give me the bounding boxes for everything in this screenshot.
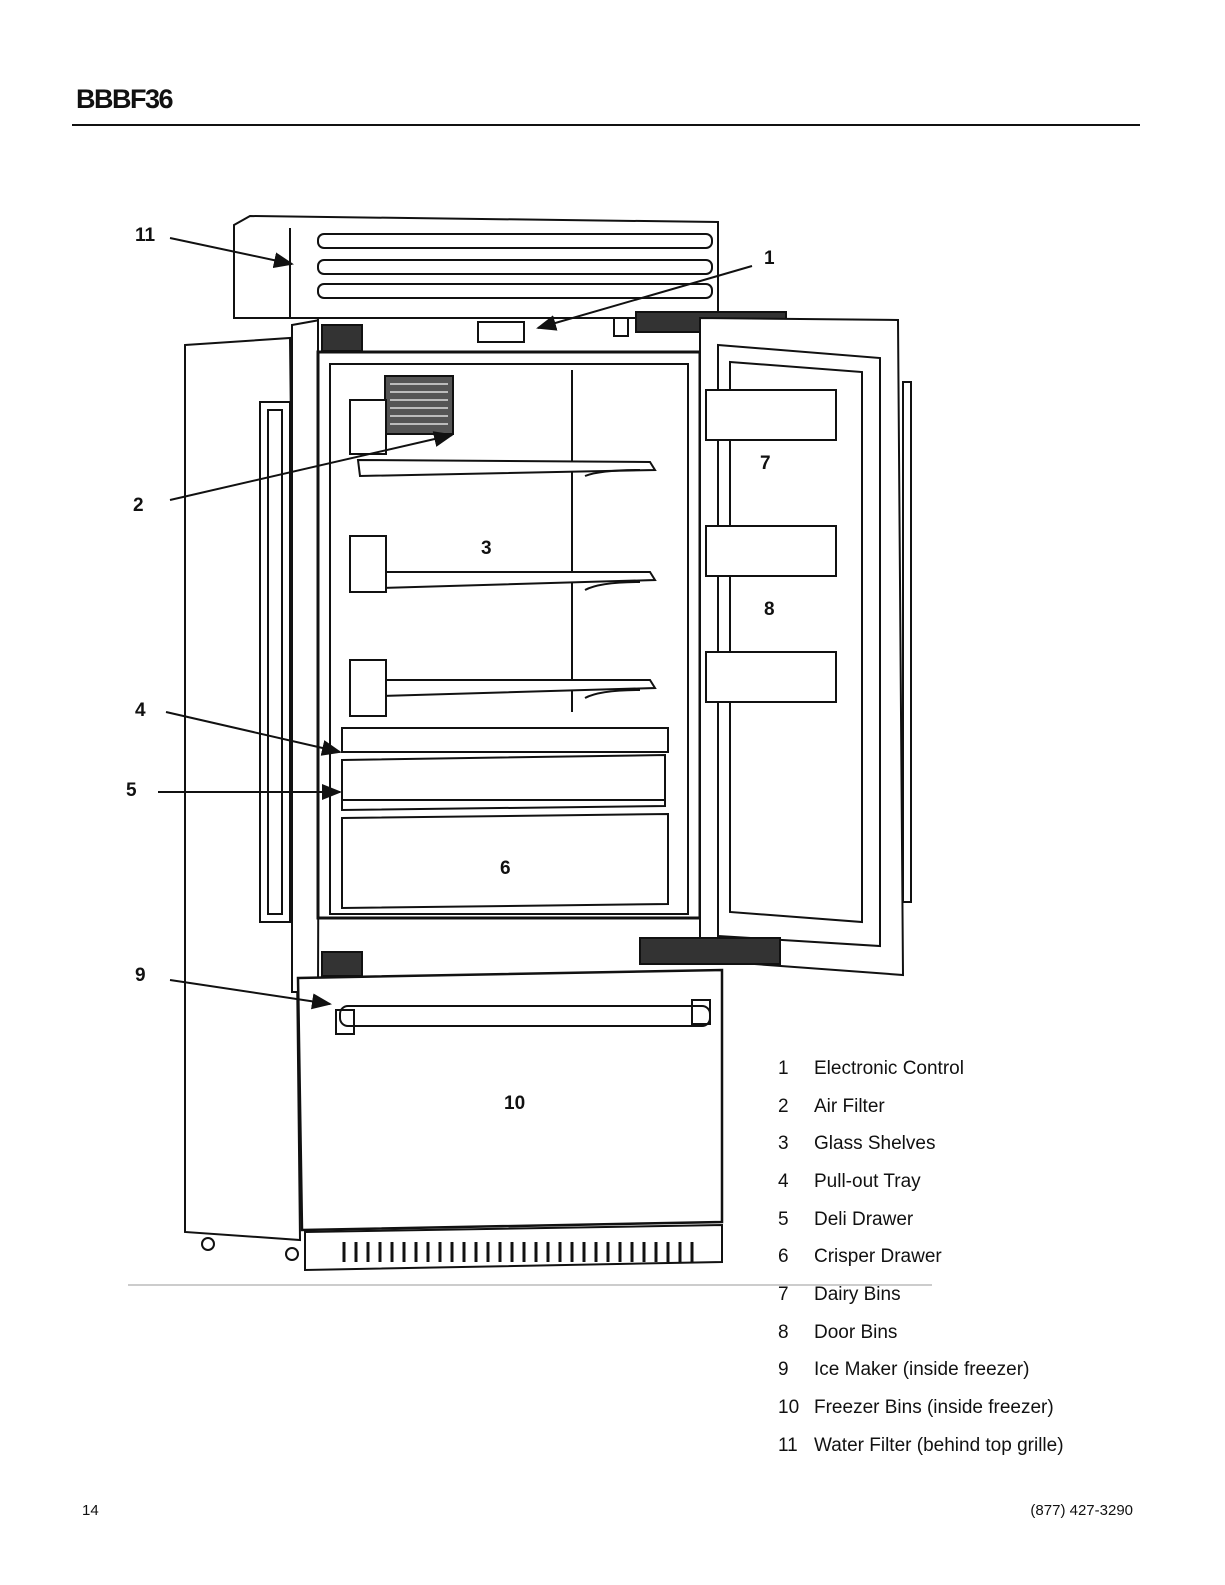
legend-number: 3 [778, 1133, 814, 1155]
callout-5: 5 [126, 780, 137, 801]
callout-6: 6 [500, 858, 511, 879]
legend-label: Deli Drawer [814, 1209, 913, 1231]
legend-number: 9 [778, 1359, 814, 1381]
legend-label: Door Bins [814, 1322, 897, 1344]
legend-number: 11 [778, 1435, 814, 1457]
callout-11: 11 [135, 225, 156, 246]
legend-label: Electronic Control [814, 1058, 964, 1080]
callout-7: 7 [760, 453, 771, 474]
legend-label: Pull-out Tray [814, 1171, 921, 1193]
legend-label: Water Filter (behind top grille) [814, 1435, 1064, 1457]
legend-label: Dairy Bins [814, 1284, 901, 1306]
legend-label: Freezer Bins (inside freezer) [814, 1397, 1054, 1419]
legend-number: 4 [778, 1171, 814, 1193]
legend-label: Glass Shelves [814, 1133, 935, 1155]
legend-label: Crisper Drawer [814, 1246, 942, 1268]
callout-3: 3 [481, 538, 492, 559]
callout-2: 2 [133, 495, 144, 516]
page-number: 14 [82, 1502, 99, 1519]
legend-number: 6 [778, 1246, 814, 1268]
callout-10: 10 [504, 1093, 525, 1114]
callout-9: 9 [135, 965, 146, 986]
legend-label: Ice Maker (inside freezer) [814, 1359, 1029, 1381]
legend-number: 1 [778, 1058, 814, 1080]
legend-number: 8 [778, 1322, 814, 1344]
legend-number: 10 [778, 1397, 814, 1419]
callout-8: 8 [764, 599, 775, 620]
legend-number: 5 [778, 1209, 814, 1231]
callout-4: 4 [135, 700, 146, 721]
support-phone: (877) 427-3290 [1030, 1502, 1133, 1519]
legend-label: Air Filter [814, 1096, 885, 1118]
callout-1: 1 [764, 248, 775, 269]
legend-number: 7 [778, 1284, 814, 1306]
legend-number: 2 [778, 1096, 814, 1118]
